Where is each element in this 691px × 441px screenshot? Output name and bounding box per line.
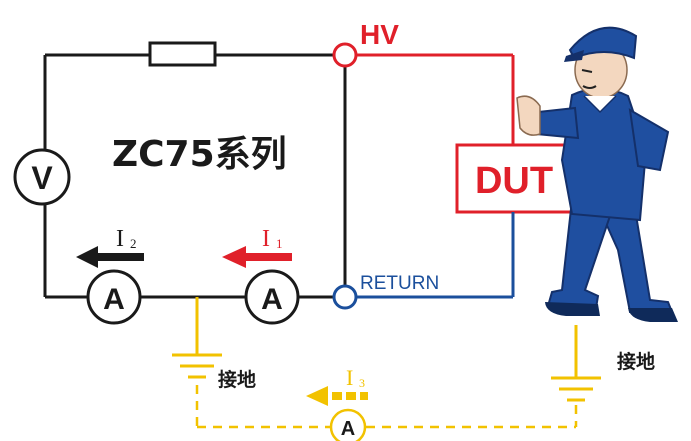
current-label-i2: I	[116, 226, 124, 252]
diagram-title: ZC75系列	[112, 134, 287, 175]
ground-label-left: 接地	[218, 368, 256, 391]
resistor-icon	[148, 41, 217, 67]
ground-icon	[551, 376, 601, 402]
current-sub-i1: 1	[276, 236, 283, 251]
dut-box: DUT	[455, 143, 574, 214]
ammeter-i2-symbol: A	[103, 283, 125, 316]
return-wire	[357, 212, 515, 299]
current-sub-i3: 3	[359, 376, 365, 390]
voltmeter-icon: V	[13, 148, 71, 206]
current-arrow-i3: I 3	[306, 365, 368, 406]
voltmeter-symbol: V	[31, 160, 53, 196]
current-arrow-i1: I 1	[222, 226, 292, 268]
worker-illustration	[516, 26, 678, 322]
leakage-path	[195, 385, 578, 429]
ammeter-icon: A	[86, 269, 142, 325]
dut-label: DUT	[475, 160, 553, 202]
ground-label-right: 接地	[617, 350, 655, 373]
ground-icon	[172, 353, 222, 379]
ammeter-i3-symbol: A	[341, 418, 355, 440]
ammeter-icon: A	[329, 408, 367, 441]
ammeter-icon: A	[244, 269, 300, 325]
current-arrow-i2: I 2	[76, 226, 144, 268]
hv-label: HV	[360, 19, 399, 50]
return-node	[332, 284, 358, 310]
return-label: RETURN	[360, 273, 439, 294]
hv-node	[332, 42, 358, 68]
ammeter-i1-symbol: A	[261, 283, 283, 316]
current-label-i3: I	[346, 365, 353, 390]
current-sub-i2: 2	[130, 236, 137, 251]
main-circuit	[43, 53, 347, 299]
hv-wire	[357, 53, 515, 145]
current-label-i1: I	[262, 226, 270, 252]
